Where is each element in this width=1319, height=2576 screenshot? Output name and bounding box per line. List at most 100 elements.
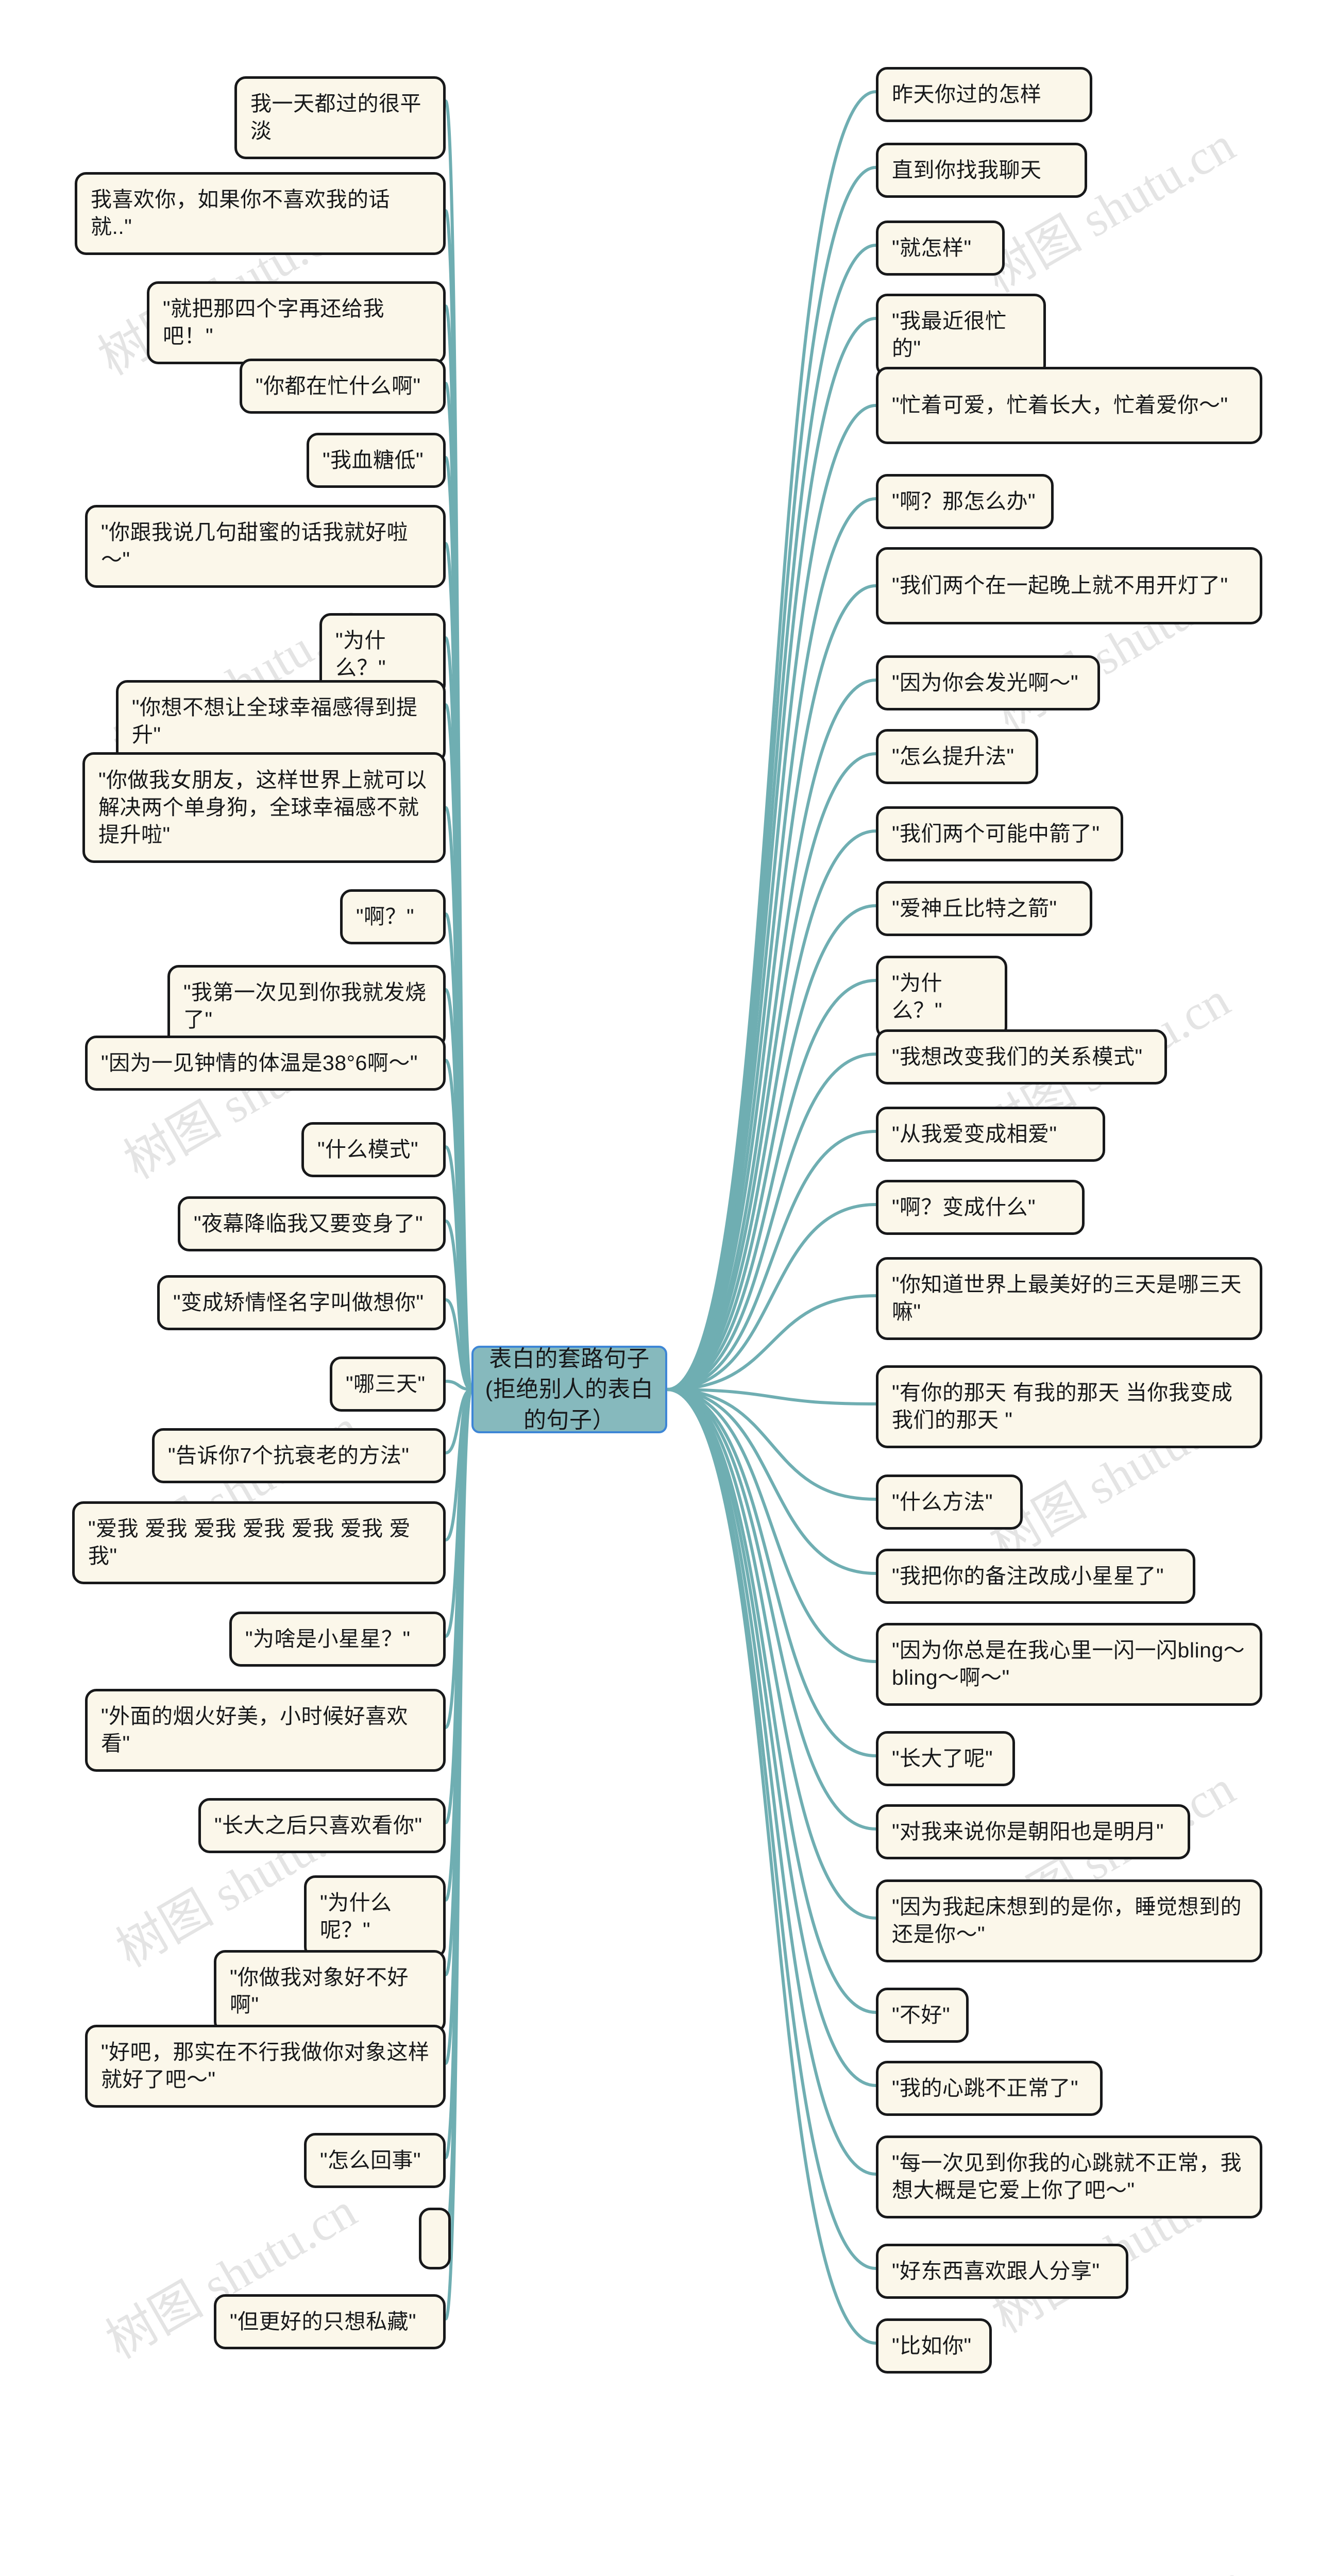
mindmap-node-left-25[interactable]: [419, 2208, 451, 2269]
mindmap-node-label: "为啥是小星星？": [245, 1627, 411, 1651]
edge-left-12: [444, 1145, 473, 1391]
mindmap-node-right-19[interactable]: "因为你总是在我心里一闪一闪bling～bling～啊～": [876, 1623, 1262, 1706]
mindmap-node-right-18[interactable]: "我把你的备注改成小星星了": [876, 1549, 1195, 1604]
mindmap-node-right-9[interactable]: "我们两个可能中箭了": [876, 806, 1123, 862]
edge-right-15: [666, 1294, 877, 1391]
mindmap-node-left-11[interactable]: "因为一见钟情的体温是38°6啊～": [85, 1036, 446, 1091]
mindmap-node-right-0[interactable]: 昨天你过的怎样: [876, 67, 1092, 123]
mindmap-node-left-3[interactable]: "你都在忙什么啊": [240, 359, 446, 414]
mindmap-node-left-22[interactable]: "你做我对象好不好啊": [214, 1950, 446, 2033]
edge-right-21: [666, 1388, 877, 1831]
mindmap-node-label: "我最近很忙的": [892, 309, 1007, 361]
mindmap-node-label: "我的心跳不正常了": [892, 2076, 1079, 2100]
mindmap-node-label: "啊？": [356, 905, 415, 928]
mindmap-node-right-12[interactable]: "我想改变我们的关系模式": [876, 1029, 1167, 1085]
mindmap-node-left-4[interactable]: "我血糖低": [307, 433, 446, 488]
mindmap-node-label: "我想改变我们的关系模式": [892, 1045, 1143, 1069]
mindmap-node-right-17[interactable]: "什么方法": [876, 1475, 1023, 1530]
edge-right-16: [666, 1388, 877, 1405]
edge-right-11: [666, 979, 877, 1391]
mindmap-node-label: "爱我 爱我 爱我 爱我 爱我 爱我 爱我": [88, 1517, 411, 1568]
mindmap-node-left-13[interactable]: "夜幕降临我又要变身了": [178, 1196, 446, 1252]
mindmap-node-left-19[interactable]: "外面的烟火好美，小时候好喜欢看": [85, 1689, 446, 1772]
edge-left-9: [444, 912, 473, 1391]
edge-right-8: [666, 752, 877, 1391]
edge-left-11: [444, 1059, 473, 1391]
edge-right-25: [666, 1388, 877, 2176]
mindmap-node-label: "因为你会发光啊～": [892, 671, 1079, 694]
mindmap-node-right-10[interactable]: "爱神丘比特之箭": [876, 881, 1092, 937]
mindmap-node-right-1[interactable]: 直到你找我聊天: [876, 143, 1087, 198]
mindmap-node-left-8[interactable]: "你做我女朋友，这样世界上就可以解决两个单身狗，全球幸福感不就提升啦": [82, 752, 446, 863]
mindmap-node-right-4[interactable]: "忙着可爱，忙着长大，忙着爱你～": [876, 367, 1262, 444]
mindmap-node-left-18[interactable]: "为啥是小星星？": [229, 1612, 446, 1667]
mindmap-node-left-17[interactable]: "爱我 爱我 爱我 爱我 爱我 爱我 爱我": [72, 1501, 446, 1584]
mindmap-node-label: "就怎样": [892, 236, 972, 260]
mindmap-node-right-2[interactable]: "就怎样": [876, 221, 1005, 276]
mindmap-node-right-6[interactable]: "我们两个在一起晚上就不用开灯了": [876, 547, 1262, 624]
mindmap-node-left-7[interactable]: "你想不想让全球幸福感得到提升": [116, 680, 446, 763]
mindmap-node-right-5[interactable]: "啊？那怎么办": [876, 474, 1054, 530]
edge-left-15: [444, 1380, 473, 1391]
mindmap-node-label: "我第一次见到你我就发烧了": [183, 980, 427, 1032]
edge-left-24: [444, 1388, 473, 2159]
mindmap-node-label: "外面的烟火好美，小时候好喜欢看": [101, 1704, 409, 1756]
mindmap-node-right-23[interactable]: "不好": [876, 1988, 969, 2043]
edge-right-12: [666, 1053, 877, 1391]
mindmap-node-right-11[interactable]: "为什么？": [876, 956, 1007, 1039]
mindmap-node-left-26[interactable]: "但更好的只想私藏": [214, 2294, 446, 2350]
mindmap-node-left-21[interactable]: "为什么呢？": [304, 1875, 446, 1958]
mindmap-node-left-1[interactable]: 我喜欢你，如果你不喜欢我的话就..": [75, 172, 446, 255]
watermark-text: 树图 shutu.cn: [979, 2543, 1256, 2576]
edge-left-8: [444, 806, 473, 1391]
mindmap-node-right-25[interactable]: "每一次见到你我的心跳就不正常，我想大概是它爱上你了吧～": [876, 2136, 1262, 2218]
mindmap-node-right-27[interactable]: "比如你": [876, 2318, 992, 2374]
edge-right-24: [666, 1388, 877, 2087]
mindmap-node-label: "但更好的只想私藏": [230, 2310, 417, 2333]
mindmap-node-label: "告诉你7个抗衰老的方法": [168, 1444, 410, 1467]
edge-right-27: [666, 1388, 877, 2345]
mindmap-node-right-16[interactable]: "有你的那天 有我的那天 当你我变成我们的那天 ": [876, 1365, 1262, 1448]
mindmap-node-left-10[interactable]: "我第一次见到你我就发烧了": [167, 965, 446, 1048]
edge-right-23: [666, 1388, 877, 2014]
edge-right-17: [666, 1388, 877, 1501]
mindmap-node-left-2[interactable]: "就把那四个字再还给我吧！": [147, 281, 446, 364]
edge-right-4: [666, 404, 877, 1391]
mindmap-node-label: "我血糖低": [323, 448, 424, 472]
mindmap-node-label: "好东西喜欢跟人分享": [892, 2259, 1100, 2283]
mindmap-node-left-0[interactable]: 我一天都过的很平淡: [234, 76, 446, 159]
mindmap-node-right-21[interactable]: "对我来说你是朝阳也是明月": [876, 1804, 1190, 1860]
mindmap-node-right-15[interactable]: "你知道世界上最美好的三天是哪三天嘛": [876, 1257, 1262, 1340]
mindmap-node-right-24[interactable]: "我的心跳不正常了": [876, 2061, 1103, 2116]
mindmap-node-right-14[interactable]: "啊？变成什么": [876, 1180, 1085, 1235]
edge-right-14: [666, 1203, 877, 1391]
mindmap-node-right-7[interactable]: "因为你会发光啊～": [876, 655, 1100, 711]
mindmap-node-right-8[interactable]: "怎么提升法": [876, 729, 1038, 785]
mindmap-node-label: "什么方法": [892, 1490, 993, 1514]
mindmap-node-label: "因为一见钟情的体温是38°6啊～": [101, 1051, 418, 1075]
mindmap-node-left-9[interactable]: "啊？": [340, 889, 446, 945]
mindmap-node-label: "从我爱变成相爱": [892, 1122, 1057, 1146]
mindmap-node-left-14[interactable]: "变成矫情怪名字叫做想你": [157, 1275, 446, 1331]
mindmap-node-left-5[interactable]: "你跟我说几句甜蜜的话我就好啦～": [85, 505, 446, 588]
edge-left-13: [444, 1219, 473, 1391]
mindmap-node-left-24[interactable]: "怎么回事": [304, 2133, 446, 2189]
mindmap-node-left-23[interactable]: "好吧，那实在不行我做你对象这样就好了吧～": [85, 2025, 446, 2108]
mindmap-node-label: "你想不想让全球幸福感得到提升": [132, 696, 418, 747]
mindmap-node-label: "对我来说你是朝阳也是明月": [892, 1820, 1164, 1843]
mindmap-node-label: "什么模式": [317, 1138, 419, 1161]
mindmap-node-left-16[interactable]: "告诉你7个抗衰老的方法": [152, 1428, 446, 1484]
mindmap-node-label: 直到你找我聊天: [892, 158, 1042, 182]
mindmap-center-node[interactable]: 表白的套路句子(拒绝别人的表白的句子）: [471, 1346, 667, 1433]
mindmap-node-left-12[interactable]: "什么模式": [301, 1122, 446, 1178]
mindmap-node-right-3[interactable]: "我最近很忙的": [876, 294, 1046, 377]
mindmap-node-right-13[interactable]: "从我爱变成相爱": [876, 1107, 1105, 1162]
mindmap-node-left-15[interactable]: "哪三天": [330, 1357, 446, 1412]
mindmap-node-right-26[interactable]: "好东西喜欢跟人分享": [876, 2244, 1128, 2299]
mindmap-node-right-22[interactable]: "因为我起床想到的是你，睡觉想到的还是你～": [876, 1879, 1262, 1962]
edge-left-23: [444, 1388, 473, 2065]
mindmap-node-label: "你都在忙什么啊": [256, 374, 421, 398]
mindmap-node-right-20[interactable]: "长大了呢": [876, 1731, 1015, 1787]
mindmap-node-left-20[interactable]: "长大之后只喜欢看你": [198, 1798, 446, 1854]
